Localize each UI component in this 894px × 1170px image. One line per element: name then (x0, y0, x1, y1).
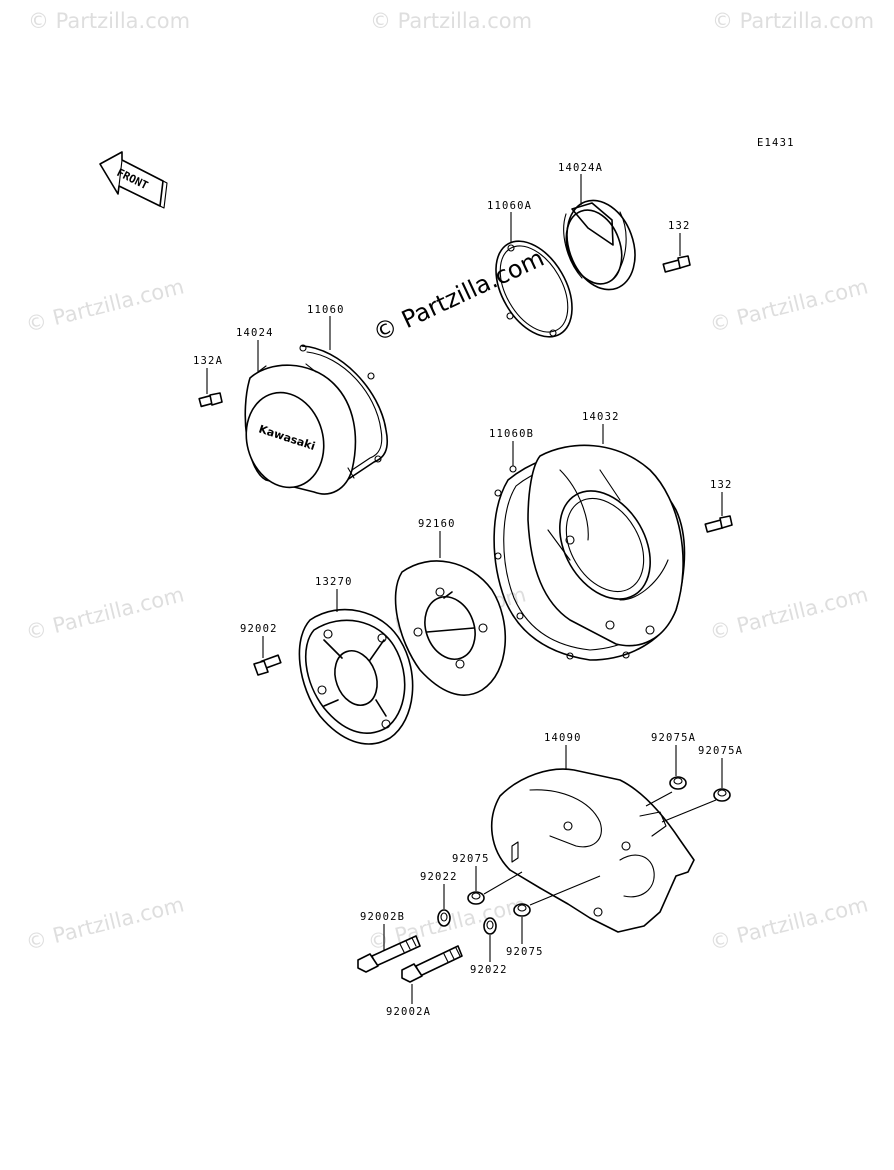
part-132a-bolt[interactable] (198, 392, 223, 408)
label-92160[interactable]: 92160 (418, 518, 456, 530)
watermark: © Partzilla.com (23, 274, 186, 336)
part-92002-bolt[interactable] (253, 654, 282, 676)
part-14024a-cover[interactable] (555, 191, 647, 299)
part-92002a-bolt[interactable] (401, 945, 463, 983)
label-11060a[interactable]: 11060A (487, 200, 532, 212)
label-13270[interactable]: 13270 (315, 576, 353, 588)
label-92022-1[interactable]: 92022 (420, 871, 458, 883)
part-92075-grommet[interactable] (513, 903, 531, 917)
part-92075-grommet[interactable] (467, 891, 485, 905)
part-92075a-grommet[interactable] (669, 776, 687, 790)
part-92022-washer[interactable] (437, 909, 451, 927)
label-92075-2[interactable]: 92075 (506, 946, 544, 958)
label-14024a[interactable]: 14024A (558, 162, 603, 174)
diagram-code: E1431 (757, 137, 795, 149)
watermark: © Partzilla.com (707, 892, 870, 954)
part-132-bolt-top[interactable] (662, 255, 691, 273)
part-92002b-bolt[interactable] (357, 935, 421, 973)
part-14032-cover[interactable] (527, 444, 684, 647)
label-14032[interactable]: 14032 (582, 411, 620, 423)
label-92002[interactable]: 92002 (240, 623, 278, 635)
label-11060b[interactable]: 11060B (489, 428, 534, 440)
watermark: © Partzilla.com (23, 582, 186, 644)
center-watermark: © Partzilla.com (369, 244, 549, 348)
label-14090[interactable]: 14090 (544, 732, 582, 744)
watermark: © Partzilla.com (370, 9, 532, 33)
part-92022-washer[interactable] (483, 917, 497, 935)
part-14090-cover[interactable] (490, 768, 695, 933)
part-92075a-grommet[interactable] (713, 788, 731, 802)
watermark: © Partzilla.com (23, 892, 186, 954)
leader-line (529, 875, 601, 906)
watermark-group: © Partzilla.com © Partzilla.com © Partzi… (23, 9, 874, 955)
label-14024[interactable]: 14024 (236, 327, 274, 339)
watermark: © Partzilla.com (707, 274, 870, 336)
label-92075-1[interactable]: 92075 (452, 853, 490, 865)
label-11060[interactable]: 11060 (307, 304, 345, 316)
part-14024-cover[interactable]: Kawasaki (236, 363, 357, 496)
part-11060-gasket[interactable] (299, 344, 389, 491)
part-92160-plate[interactable] (394, 560, 507, 696)
label-92002a[interactable]: 92002A (386, 1006, 431, 1018)
part-11060a-gasket[interactable] (480, 228, 587, 350)
label-92075a-1[interactable]: 92075A (651, 732, 696, 744)
label-132a[interactable]: 132A (193, 355, 223, 367)
watermark: © Partzilla.com (28, 9, 190, 33)
leader-line (645, 791, 673, 807)
part-13270-plate[interactable] (298, 608, 414, 745)
leader-line (661, 799, 717, 823)
leader-line (483, 871, 523, 895)
watermark: © Partzilla.com (707, 582, 870, 644)
label-92002b[interactable]: 92002B (360, 911, 405, 923)
label-132-top[interactable]: 132 (668, 220, 691, 232)
label-92075a-2[interactable]: 92075A (698, 745, 743, 757)
front-arrow-icon: FRONT (99, 151, 168, 209)
part-132-bolt-mid[interactable] (704, 515, 733, 533)
label-92022-2[interactable]: 92022 (470, 964, 508, 976)
watermark: © Partzilla.com (712, 9, 874, 33)
label-132-mid[interactable]: 132 (710, 479, 733, 491)
